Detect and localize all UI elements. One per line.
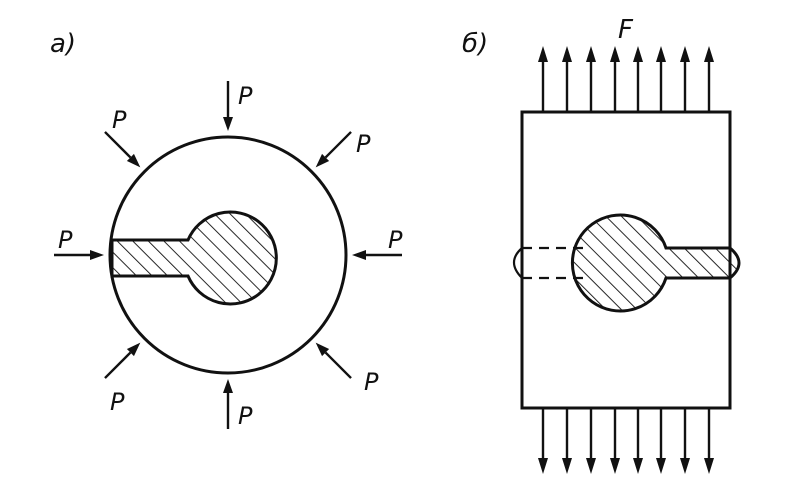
f-arrow-top-1 — [538, 46, 548, 112]
p-label-1: P — [238, 82, 253, 110]
p-arrow-1 — [223, 81, 233, 131]
f-arrow-bottom-1 — [538, 408, 548, 474]
f-arrow-bottom-8 — [704, 408, 714, 474]
p-arrows — [54, 81, 402, 429]
p-label-6: P — [110, 388, 125, 416]
f-arrow-top-8 — [704, 46, 714, 112]
p-arrow-4 — [54, 250, 104, 260]
p-label-4: P — [58, 226, 73, 254]
f-arrow-top-5 — [633, 46, 643, 112]
f-arrow-top-4 — [610, 46, 620, 112]
outer-disc — [108, 135, 348, 375]
f-arrows — [538, 46, 714, 474]
f-arrow-bottom-3 — [586, 408, 596, 474]
p-labels: P P P P P P P P — [58, 82, 403, 430]
f-arrow-bottom-4 — [610, 408, 620, 474]
p-arrow-8 — [315, 342, 352, 379]
p-label-5: P — [388, 226, 403, 254]
f-arrow-top-6 — [656, 46, 666, 112]
f-arrow-bottom-2 — [562, 408, 572, 474]
f-arrow-bottom-6 — [656, 408, 666, 474]
p-label-3: P — [356, 130, 371, 158]
panel-b-label: б) — [462, 29, 488, 59]
p-arrow-6 — [104, 342, 141, 379]
f-arrow-bottom-5 — [633, 408, 643, 474]
p-arrow-7 — [223, 379, 233, 429]
f-arrow-bottom-7 — [680, 408, 690, 474]
f-arrow-top-2 — [562, 46, 572, 112]
f-arrow-top-3 — [586, 46, 596, 112]
hatched-inclusion-b — [570, 213, 741, 313]
p-label-2: P — [112, 106, 127, 134]
p-arrow-5 — [352, 250, 402, 260]
p-label-8: P — [364, 368, 379, 396]
panel-a-label: a) — [50, 29, 76, 59]
panel-b: б) F — [462, 15, 741, 474]
slot-left-bulge — [512, 247, 523, 279]
p-label-7: P — [238, 402, 253, 430]
f-arrow-top-7 — [680, 46, 690, 112]
p-arrow-3 — [315, 131, 352, 168]
panel-a: a) P P P P P P P P — [50, 29, 403, 430]
p-arrow-2 — [104, 131, 141, 168]
hatched-inclusion — [110, 210, 278, 306]
force-label: F — [618, 15, 634, 45]
